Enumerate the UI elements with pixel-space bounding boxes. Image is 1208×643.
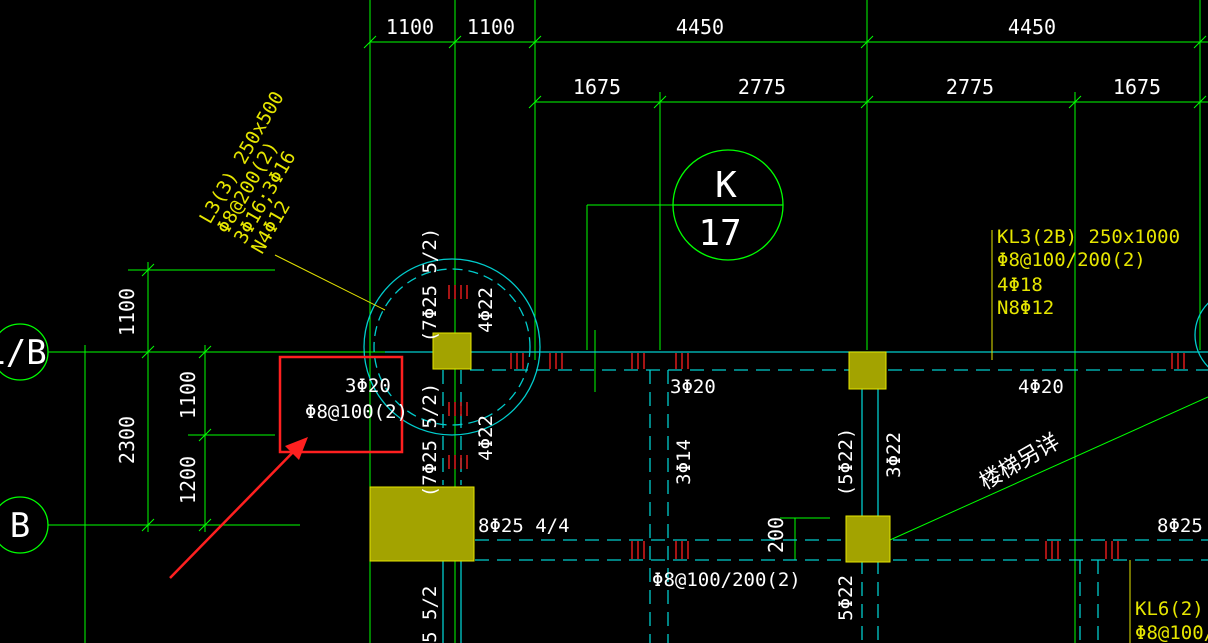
- beam-br-line1: KL6(2) 3: [1135, 598, 1208, 620]
- beam-bottom-right-annotation: KL6(2) 3 Φ8@100/: [1135, 598, 1208, 643]
- dim-left-2300: 2300: [115, 416, 139, 464]
- label-8phi25-right: 8Φ25: [1157, 515, 1203, 537]
- label-8phi25: 8Φ25 4/4: [478, 515, 570, 537]
- detail-number: 17: [698, 213, 741, 254]
- label-3phi14: 3Φ14: [673, 439, 695, 485]
- dim-top-2: 1100: [467, 15, 515, 39]
- beam-lines: [385, 351, 1208, 643]
- label-4phi20: 4Φ20: [1018, 376, 1064, 398]
- dim-top-4: 4450: [1008, 15, 1056, 39]
- label-5phi22-bottom: 5Φ22: [835, 575, 857, 621]
- beam-left-annotation: L3(3) 250x500 Φ8@200(2) 3Φ16;3Φ16 N4Φ12: [195, 88, 300, 258]
- label-3phi22: 3Φ22: [883, 432, 905, 478]
- beam-right-annotation: KL3(2B) 250x1000 Φ8@100/200(2) 4Φ18 N8Φ1…: [997, 226, 1180, 319]
- beam-br-line2: Φ8@100/: [1135, 622, 1208, 643]
- label-col-mid-vertical: (7Φ25 5/2): [419, 383, 441, 497]
- dim-left-1100-mid: 1100: [176, 371, 200, 419]
- round-column: [363, 258, 1208, 436]
- dim-200: 200: [764, 517, 788, 553]
- beam-right-line2: Φ8@100/200(2): [997, 249, 1146, 271]
- leader-left-beam: [274, 254, 386, 311]
- dim-second-3: 2775: [946, 75, 994, 99]
- column-bottom: [845, 515, 891, 563]
- beam-right-line4: N8Φ12: [997, 297, 1054, 319]
- label-stair-note: 楼梯另详: [976, 430, 1065, 496]
- axis-bubble-upper: 1/B: [0, 323, 49, 381]
- label-3phi20: 3Φ20: [670, 376, 716, 398]
- axis-bubble-lower: B: [0, 496, 49, 554]
- dimension-texts: 1100 1100 4450 4450 1675 2775 2775 1675 …: [115, 15, 1161, 553]
- detail-marker: K 17: [672, 149, 784, 261]
- column-top: [432, 332, 472, 370]
- beam-right-line3: 4Φ18: [997, 274, 1043, 296]
- red-arrow: [169, 437, 308, 579]
- label-stirrup-bottom: Φ8@100/200(2): [652, 569, 801, 591]
- dim-top-3: 4450: [676, 15, 724, 39]
- label-bottom-left-partial: 25 5/2: [419, 586, 441, 643]
- label-col-top-vertical: (7Φ25 5/2): [419, 228, 441, 342]
- dim-second-4: 1675: [1113, 75, 1161, 99]
- dim-left-1100-top: 1100: [115, 288, 139, 336]
- dim-second-1: 1675: [573, 75, 621, 99]
- column-large: [369, 486, 475, 562]
- highlight-box: 3Φ20 Φ8@100(2): [278, 355, 408, 454]
- rebar-labels: (7Φ25 5/2) 4Φ22 (7Φ25 5/2) 4Φ22 3Φ20 4Φ2…: [419, 228, 1203, 643]
- label-5phi22-paren: (5Φ22): [835, 428, 857, 497]
- axis-label-lower: B: [10, 506, 30, 546]
- dim-second-2: 2775: [738, 75, 786, 99]
- label-col-top-side: 4Φ22: [475, 287, 497, 333]
- detail-letter: K: [715, 165, 737, 206]
- dim-left-1200: 1200: [176, 456, 200, 504]
- axis-label-upper: 1/B: [0, 333, 47, 373]
- rebar-marks: [448, 285, 1185, 559]
- label-col-mid-side: 4Φ22: [475, 415, 497, 461]
- dim-top-1: 1100: [386, 15, 434, 39]
- grid-lines: [48, 0, 1208, 643]
- columns: [369, 332, 891, 563]
- highlight-line2: Φ8@100(2): [305, 401, 408, 423]
- highlight-line1: 3Φ20: [345, 375, 391, 397]
- beam-right-line1: KL3(2B) 250x1000: [997, 226, 1180, 248]
- column-mid: [848, 351, 887, 390]
